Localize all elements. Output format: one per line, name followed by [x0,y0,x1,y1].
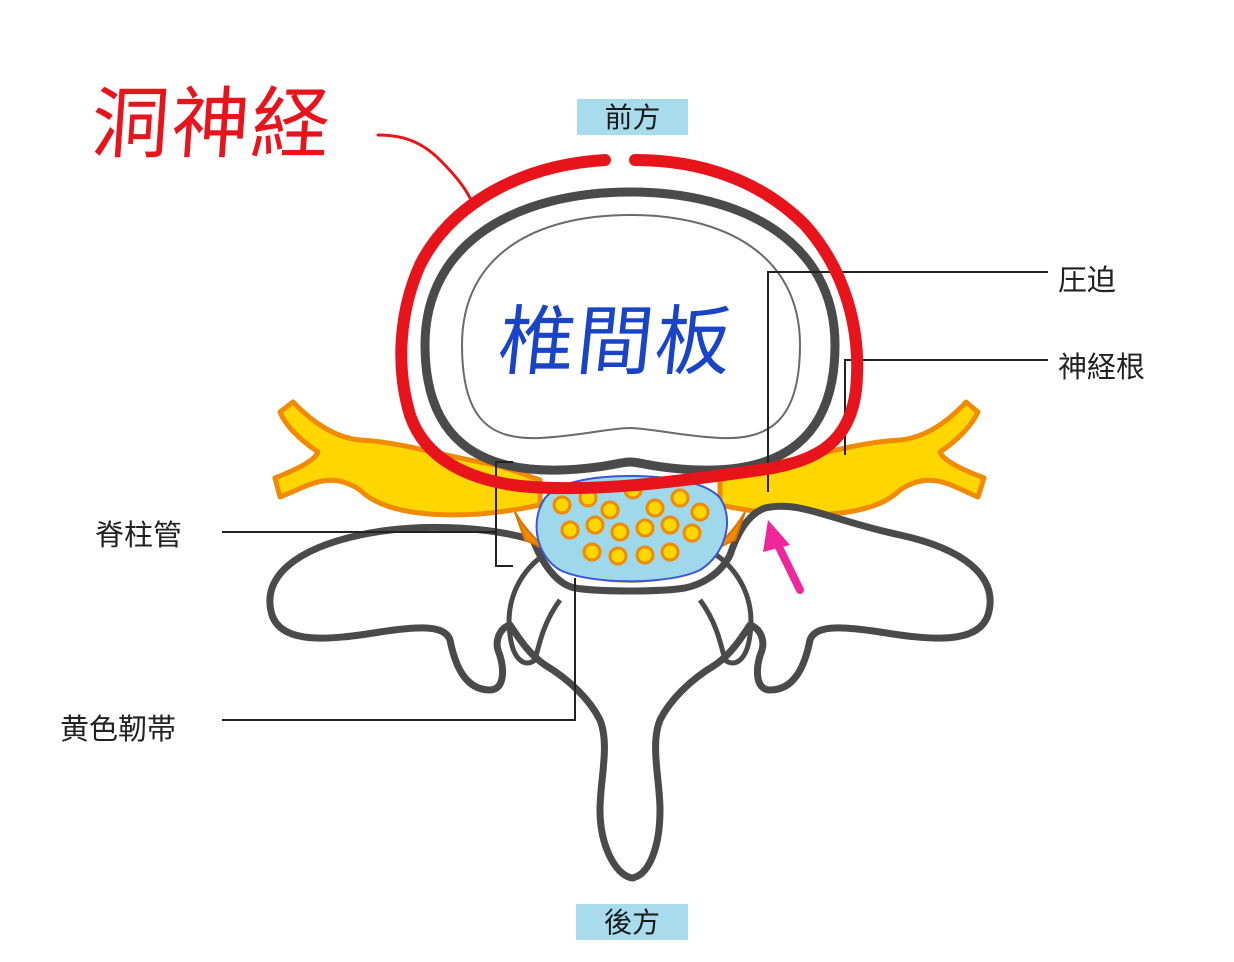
compression-label: 圧迫 [1058,263,1117,297]
nerve-root-label: 神経根 [1058,350,1146,384]
nerve-fiber [682,523,702,543]
sinuvertebral-nerve-handwritten-label: 洞神経 [88,80,335,170]
vertebral-arch [266,502,994,882]
red-annotation [376,133,864,495]
nerve-fiber [635,518,655,538]
ligament-leader [222,578,576,721]
left-inner-lamina [506,549,563,666]
right-inner-lamina [697,549,754,666]
nerve-fiber [552,495,572,515]
vertebral-body [420,187,840,475]
front-direction-label: 前方 [577,99,688,135]
disc-inner-outline [460,213,802,440]
red-circle-around-disc [395,154,864,495]
arch-outline [266,502,994,882]
spinal-canal-label: 脊柱管 [95,518,183,552]
nerve-fiber [582,542,602,562]
nerve-fiber [645,498,665,518]
left-nerve-root [272,399,543,518]
nerve-fiber [610,522,630,542]
nerve-fiber [660,515,680,535]
compression-arrow [763,520,804,594]
nerve-fiber [560,520,580,540]
red-leader-to-label [376,133,472,200]
nerve-fiber [690,502,710,522]
vertebral-body-outline [420,187,840,475]
nerve-fiber [635,545,655,565]
nerve-fiber [585,515,605,535]
nerve-fiber [660,542,680,562]
ligamentum-flavum-label: 黄色靭帯 [60,712,177,746]
nerve-fiber [600,500,620,520]
nerve-fiber [608,546,628,566]
intervertebral-disc-handwritten-label: 椎間板 [494,297,738,386]
back-direction-label: 後方 [576,904,688,940]
nerve-fiber [670,488,690,508]
compression-leader [767,271,1048,492]
spinal-canal-bracket [495,461,513,567]
spinal-canal [535,474,729,583]
